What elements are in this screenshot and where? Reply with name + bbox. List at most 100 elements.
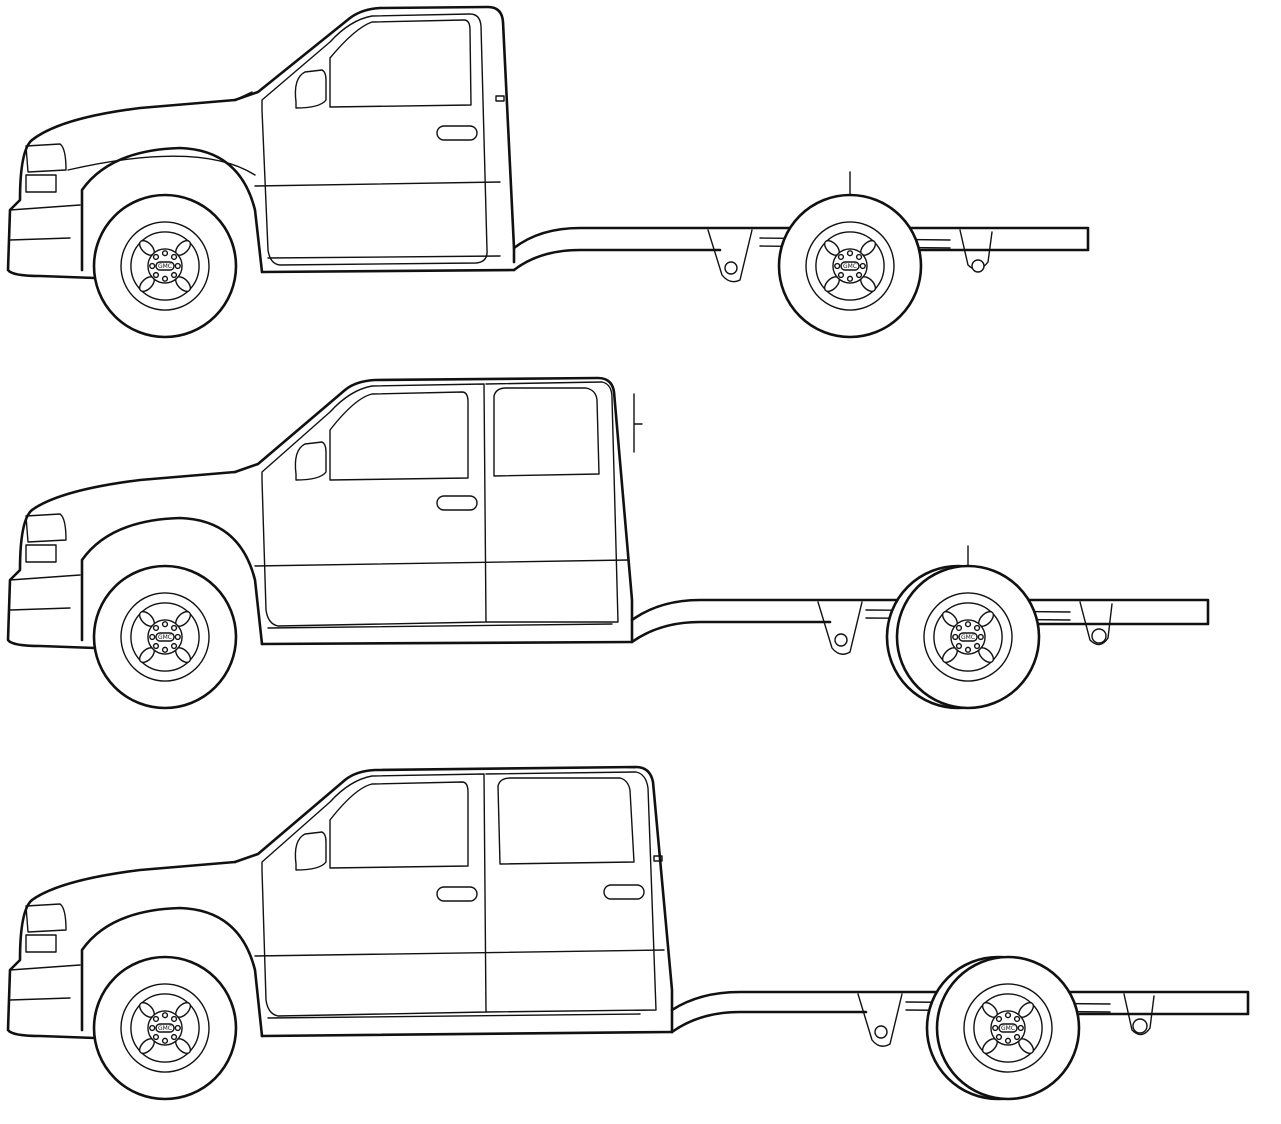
lug-nut [149, 262, 156, 270]
hood-line [30, 860, 237, 902]
door-handle [436, 125, 478, 141]
mirror [294, 441, 327, 481]
cab-bottom [260, 640, 634, 646]
lug-nut [995, 1015, 1003, 1023]
front-wheel: GMC [92, 564, 238, 710]
shackle-bolt [1132, 1018, 1148, 1034]
body-crease [254, 949, 665, 957]
lug-nut [1013, 1015, 1021, 1023]
rear-marker [633, 393, 643, 453]
hub-badge-frame [958, 632, 978, 642]
door-handle-front [436, 886, 478, 902]
lug-nut [152, 1033, 160, 1041]
cab-outline [233, 765, 674, 1034]
lug-nut [955, 624, 963, 632]
lug-nut [855, 271, 863, 279]
front-wheel-arch [80, 516, 264, 646]
door-outline-rear [485, 771, 657, 1013]
lug-nut [837, 253, 845, 261]
lug-nut [161, 621, 169, 628]
headlight [25, 903, 67, 953]
headlight [25, 143, 67, 193]
lug-nut [973, 642, 981, 650]
hub-badge-frame [155, 632, 175, 642]
rocker [267, 1013, 641, 1019]
chassis-frame [670, 990, 1250, 1034]
door-handle [436, 495, 478, 511]
bumper [9, 574, 81, 611]
shackle-bolt [1091, 628, 1107, 644]
shackle-bolt [724, 261, 738, 275]
lug-nut [992, 1024, 999, 1032]
hub-badge-frame [155, 1023, 175, 1033]
lug-nut [1017, 1024, 1024, 1032]
front-wheel-arch [80, 906, 264, 1038]
cab-bottom [260, 268, 516, 274]
lug-nut [846, 275, 854, 282]
side-marker-lamp [653, 855, 663, 862]
hub-badge-text: GMC [158, 1025, 172, 1032]
spring-hanger [857, 993, 1155, 1047]
lug-nut [1013, 1033, 1021, 1041]
side-window [329, 19, 472, 108]
door-outline-rear [485, 381, 619, 623]
lug-nut [149, 633, 156, 641]
hub-badge-frame [155, 261, 175, 271]
lug-nut [170, 1015, 178, 1023]
body-crease [254, 559, 629, 567]
rear-wheel: GMC [777, 193, 923, 339]
lug-nut [161, 1037, 169, 1044]
lug-nut [170, 642, 178, 650]
lug-nut [1004, 1037, 1012, 1044]
lug-nut [161, 646, 169, 653]
hub-badge-frame [840, 261, 860, 271]
lug-nut [152, 253, 160, 261]
front-wheel-arch [80, 146, 264, 274]
chassis-frame [630, 598, 1210, 644]
cowl [234, 91, 253, 101]
lug-nut [846, 250, 854, 257]
rear-dual-wheel: GMC [925, 955, 1081, 1101]
lug-nut [834, 262, 841, 270]
rear-dual-wheel: GMC [885, 564, 1041, 710]
hub-badge-text: GMC [961, 634, 975, 641]
headlight [25, 513, 67, 563]
hood-line [30, 470, 237, 512]
hub-badge-text: GMC [843, 263, 857, 270]
rocker [267, 623, 613, 629]
lug-nut [170, 253, 178, 261]
lug-nut [859, 262, 866, 270]
regular-cab-truck [6, 5, 1090, 283]
lug-nut [1004, 1012, 1012, 1019]
bumper [9, 204, 81, 241]
mirror [294, 69, 327, 109]
lug-nut [174, 633, 181, 641]
door-handle-rear [603, 884, 645, 900]
side-window-rear [493, 387, 600, 477]
lug-nut [964, 621, 972, 628]
front-wheel: GMC [92, 193, 238, 339]
chassis-frame [512, 226, 1090, 272]
lug-nut [174, 262, 181, 270]
shackle-bolt [874, 1025, 888, 1039]
rocker [267, 255, 501, 259]
lug-nut [149, 1024, 156, 1032]
lug-nut [161, 1012, 169, 1019]
body-crease [254, 181, 501, 187]
side-window-rear [497, 777, 635, 865]
shackle-bolt [834, 633, 848, 647]
lug-nut [837, 271, 845, 279]
wheels-layer: GMC GMC GMC GMC GMC GMC [92, 193, 1081, 1101]
lug-nut [973, 624, 981, 632]
hub-badge-frame [998, 1023, 1018, 1033]
lug-nut [152, 271, 160, 279]
lug-nut [952, 633, 959, 641]
lug-nut [995, 1033, 1003, 1041]
hood-line [30, 98, 237, 142]
shackle-bolt [971, 259, 985, 273]
door-outline [261, 13, 488, 266]
cab-outline [233, 376, 634, 642]
lug-nut [152, 1015, 160, 1023]
door-outline-front [261, 383, 487, 627]
cab-outline [233, 5, 516, 264]
